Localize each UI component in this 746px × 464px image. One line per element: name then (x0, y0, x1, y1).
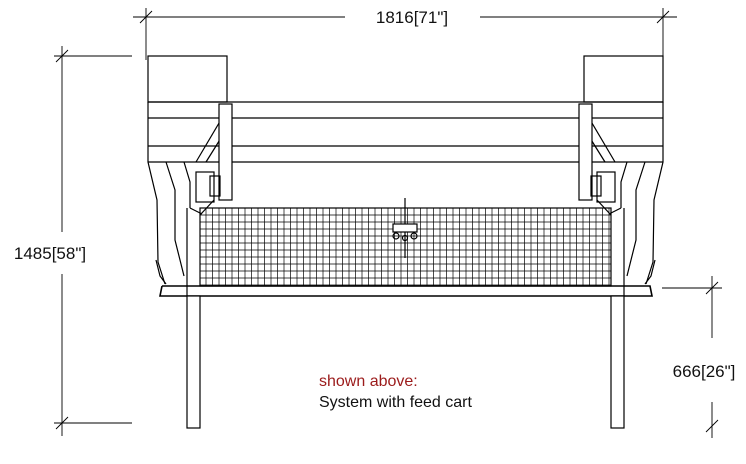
width-dimension: 1816[71"] (133, 8, 677, 60)
leg-height-dimension: 666[26"] (662, 276, 735, 438)
caption: shown above: System with feed cart (319, 373, 473, 411)
feed-cart (392, 198, 418, 258)
height-label: 1485[58"] (14, 244, 86, 263)
legs (186, 208, 625, 429)
caption-line1: shown above: (319, 373, 418, 390)
leg-height-label: 666[26"] (673, 362, 736, 381)
height-dimension: 1485[58"] (14, 46, 132, 436)
frame-structure (147, 55, 664, 297)
caption-line2: System with feed cart (319, 394, 473, 411)
left-top-box (147, 55, 228, 103)
right-leg (610, 295, 625, 429)
left-leg (186, 295, 201, 429)
width-label: 1816[71"] (376, 8, 448, 27)
right-top-box (583, 55, 664, 103)
left-hanger (218, 103, 233, 201)
right-hanger (578, 103, 593, 201)
